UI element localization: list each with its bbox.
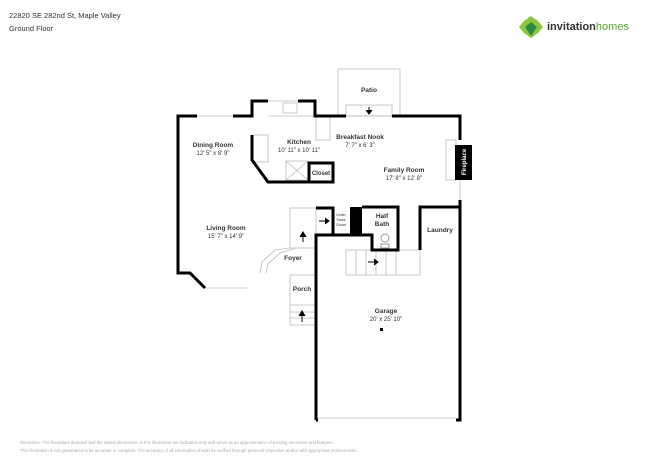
floor-name: Ground Floor bbox=[9, 24, 54, 33]
logo-icon bbox=[519, 16, 543, 38]
half-bath-label-1: Half bbox=[376, 213, 389, 220]
laundry-label: Laundry bbox=[427, 227, 453, 234]
room-name-dining: Dining Room bbox=[193, 142, 234, 149]
half-bath-label-2: Bath bbox=[375, 221, 389, 228]
closet-label: Closet bbox=[312, 171, 330, 177]
room-dims-family: 17' 8" x 12' 8" bbox=[386, 176, 422, 182]
porch-label: Porch bbox=[293, 286, 311, 293]
room-dims-kitchen: 10' 11" x 10' 11" bbox=[278, 148, 320, 154]
room-name-living: Living Room bbox=[206, 225, 246, 232]
address: 22820 SE 282nd St, Maple Valley bbox=[9, 11, 121, 20]
room-name-nook: Breakfast Nook bbox=[336, 134, 384, 141]
room-name-family: Family Room bbox=[384, 167, 425, 174]
room-dims-garage: 20' x 25' 10" bbox=[370, 317, 402, 323]
walls bbox=[176, 99, 462, 422]
disclaimer: Disclaimer: The floorplans depicted and … bbox=[20, 439, 358, 455]
header: 22820 SE 282nd St, Maple Valley Ground F… bbox=[9, 9, 121, 35]
fireplace bbox=[455, 145, 472, 180]
patio-label: Patio bbox=[361, 87, 377, 94]
disclaimer-line-2: This illustration is not guaranteed to b… bbox=[20, 448, 358, 453]
foyer-label: Foyer bbox=[284, 255, 302, 262]
room-dims-nook: 7' 7" x 6' 3" bbox=[345, 143, 375, 149]
disclaimer-line-1: Disclaimer: The floorplans depicted and … bbox=[20, 440, 334, 445]
room-name-kitchen: Kitchen bbox=[287, 139, 311, 146]
logo-text-1: invitation bbox=[547, 21, 596, 33]
under-stairs-label-1: Under bbox=[336, 213, 347, 217]
toilet-icon bbox=[380, 233, 390, 243]
under-stairs-label-3: Closet bbox=[336, 223, 346, 227]
room-dims-living: 15' 7" x 14' 9" bbox=[208, 234, 244, 240]
under-stairs-label-2: Stairs bbox=[336, 218, 345, 222]
room-dims-dining: 12' 5" x 8' 9" bbox=[197, 151, 230, 157]
fireplace-label: Fireplace bbox=[462, 148, 468, 175]
room-name-garage: Garage bbox=[375, 308, 398, 315]
logo-text-2: homes bbox=[595, 21, 629, 33]
brand-logo: invitationhomes bbox=[519, 16, 629, 38]
garage-marker bbox=[380, 328, 383, 331]
direction-arrows bbox=[298, 107, 379, 322]
stair-block bbox=[350, 207, 362, 235]
